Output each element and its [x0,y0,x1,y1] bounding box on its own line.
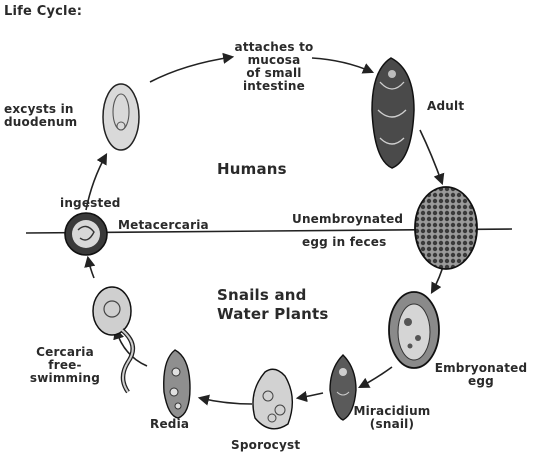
diagram-title: Life Cycle: [4,4,83,19]
miracidium-label: Miracidium (snail) [353,404,431,431]
cercaria-label: Cercaria free- swimming [29,345,101,385]
snails-zone-label: Snails and Water Plants [217,286,329,323]
miracidium-figure [329,354,357,421]
cercaria-figure [92,286,136,394]
sporocyst-figure [252,368,293,430]
egg-in-feces-label: egg in feces [302,235,387,249]
unembryonated-label: Unembroynated [292,212,404,226]
attaches-label: attaches to mucosa of small intestine [234,40,314,93]
redia-figure [163,349,191,419]
embryonated-egg-label: Embryonated egg [434,361,528,388]
metacercaria-label: Metacercaria [118,218,209,232]
humans-zone-label: Humans [217,160,287,178]
sporocyst-label: Sporocyst [231,438,301,452]
excysted-cyst-figure [102,83,140,151]
metacercaria-figure [64,212,108,256]
redia-label: Redia [150,417,190,431]
cycle-arrows [84,52,446,406]
adult-fluke-figure [371,57,415,169]
unembryonated-egg-figure [414,186,478,270]
ingested-label: ingested [60,196,121,210]
embryonated-egg-figure [388,291,440,369]
excysts-label: excysts in duodenum [4,102,78,129]
adult-label: Adult [427,99,465,113]
